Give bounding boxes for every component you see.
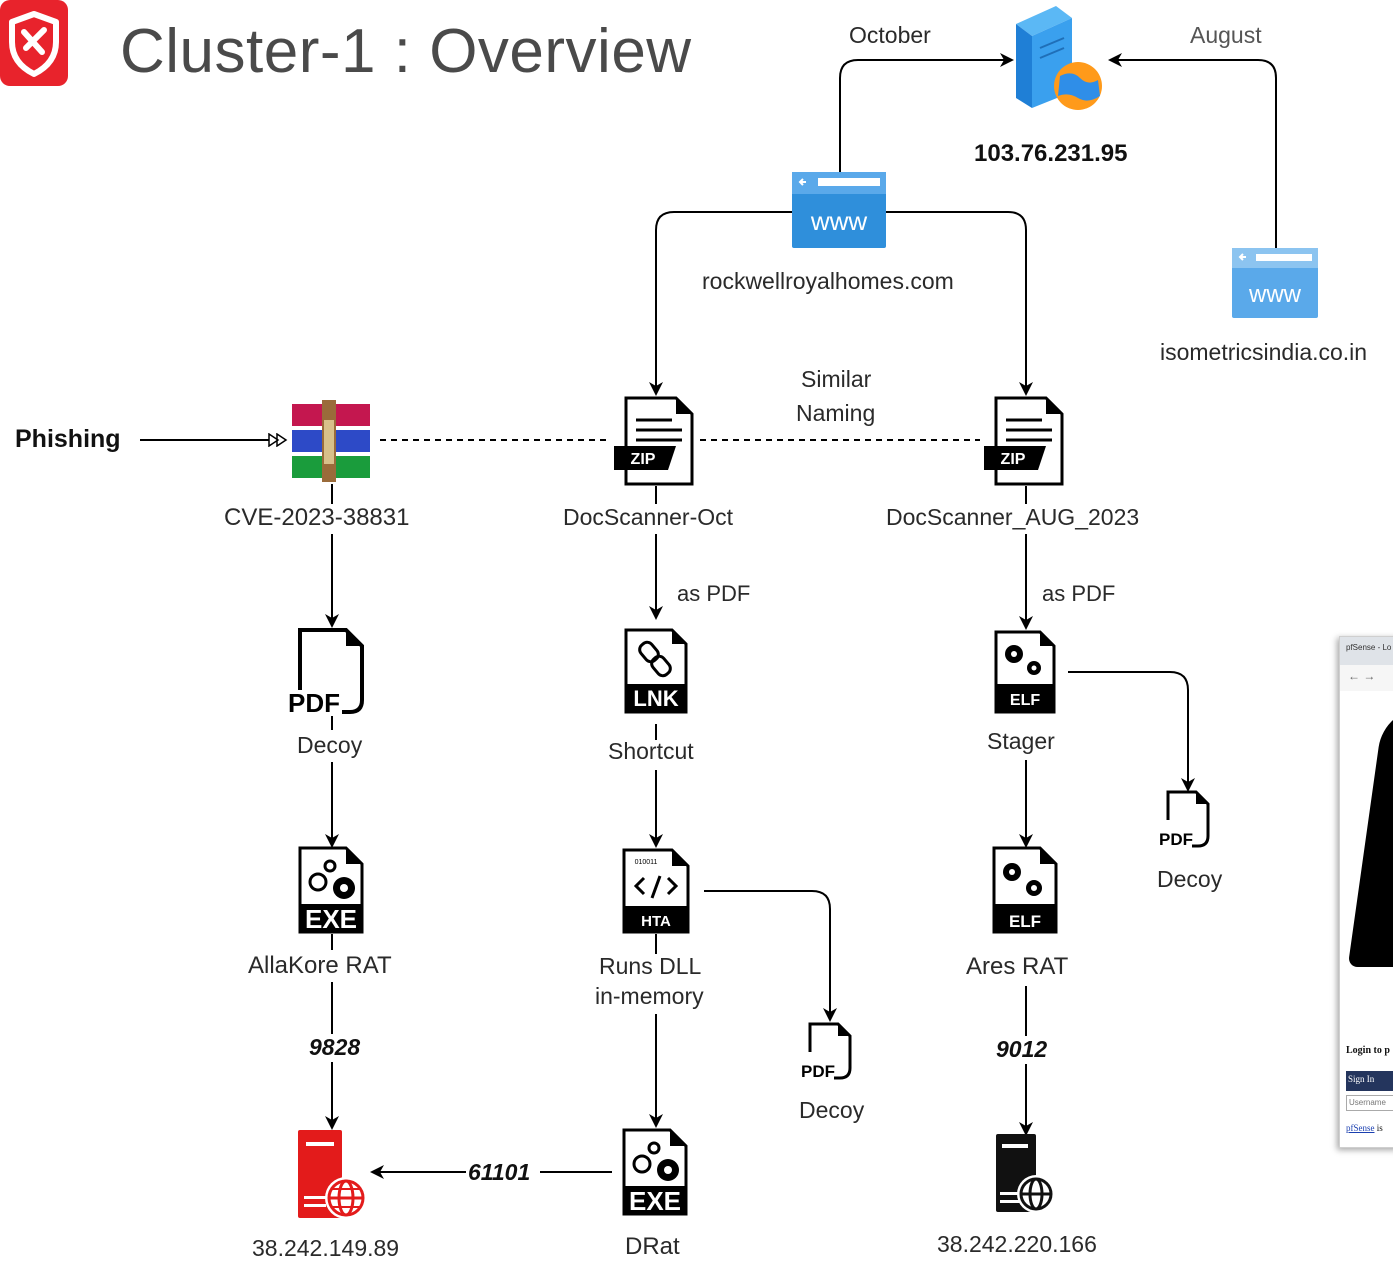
winrar-icon <box>292 400 370 482</box>
c2-main-label: 103.76.231.95 <box>974 140 1128 167</box>
exe-file-icon-allakore <box>298 846 364 934</box>
hta-badge: HTA <box>641 913 671 930</box>
elf-file-icon-ares <box>992 846 1058 934</box>
elf-badge-stager: ELF <box>1010 692 1040 709</box>
as-pdf-label-2: as PDF <box>1042 581 1116 606</box>
as-pdf-label-1: as PDF <box>677 581 751 606</box>
edge-label-october: October <box>849 22 931 48</box>
stager-label: Stager <box>987 728 1055 754</box>
pfsense-footer: pfSense is <box>1346 1123 1383 1133</box>
pfsense-login-screenshot: pfSense - Lo ← → Login to p Sign In User… <box>1339 636 1393 1148</box>
lnk-badge: LNK <box>633 686 678 711</box>
port-9012-label: 9012 <box>996 1036 1048 1062</box>
zip-badge-aug: ZIP <box>1001 451 1026 468</box>
exe-badge-drat: EXE <box>629 1186 681 1216</box>
pdf-file-icon-mid <box>808 1022 852 1080</box>
shortcut-label: Shortcut <box>608 738 694 764</box>
allakore-label: AllaKore RAT <box>248 952 392 979</box>
browser-tab-title: pfSense - Lo <box>1340 637 1393 665</box>
black-server-globe-icon <box>996 1134 1055 1213</box>
pdf-badge-mid: PDF <box>801 1062 835 1081</box>
www-text-isometrics: www <box>1248 281 1302 308</box>
red-server-globe-icon <box>298 1130 367 1219</box>
elf-badge-ares: ELF <box>1009 912 1041 931</box>
server-globe-icon <box>1016 6 1102 110</box>
hta-file-icon <box>622 848 690 934</box>
decoy-mid-label: Decoy <box>799 1097 865 1123</box>
port-61101-label: 61101 <box>468 1159 531 1185</box>
decoy-left-label: Decoy <box>297 732 363 758</box>
edge-august <box>1108 53 1277 248</box>
pdf-badge-left: PDF <box>288 688 340 718</box>
edge-october <box>839 53 1014 172</box>
zip-file-icon-aug <box>984 396 1064 486</box>
zip-aug-label: DocScanner_AUG_2023 <box>886 504 1140 530</box>
username-field: Username <box>1346 1095 1393 1111</box>
ares-label: Ares RAT <box>966 953 1069 980</box>
similar-naming-line1: Similar <box>801 366 872 392</box>
browser-nav-arrows: ← → <box>1340 665 1393 691</box>
edge-rockwell-zip-oct <box>649 211 792 396</box>
domain-isometrics-label: isometricsindia.co.in <box>1160 339 1368 365</box>
zip-oct-label: DocScanner-Oct <box>563 504 734 530</box>
similar-naming-line2: Naming <box>796 400 876 426</box>
pfsense-footer-link: pfSense <box>1346 1123 1375 1133</box>
c2-left-label: 38.242.149.89 <box>252 1235 400 1261</box>
hta-label-line1: Runs DLL <box>599 953 702 979</box>
www-icon-isometrics <box>1232 248 1318 318</box>
exe-file-icon-drat <box>622 1128 688 1216</box>
phishing-label: Phishing <box>15 425 121 453</box>
port-9828-label: 9828 <box>309 1034 361 1060</box>
edge-stager-decoy <box>1068 671 1195 792</box>
signin-bar: Sign In <box>1346 1071 1393 1091</box>
edge-label-august: August <box>1190 22 1262 48</box>
login-heading: Login to p <box>1346 1045 1390 1056</box>
zip-file-icon-oct <box>614 396 694 486</box>
domain-rockwell-label: rockwellroyalhomes.com <box>702 268 954 294</box>
page-title: Cluster-1 : Overview <box>120 17 692 86</box>
pdf-badge-right: PDF <box>1159 830 1193 849</box>
pdf-file-icon-right <box>1166 790 1210 848</box>
hta-label-line2: in-memory <box>595 983 704 1009</box>
drat-label: DRat <box>625 1233 680 1260</box>
hta-code-text: 010011 <box>635 859 658 866</box>
zip-badge-oct: ZIP <box>631 451 656 468</box>
pfsense-logo-shape <box>1347 707 1393 967</box>
www-icon-rockwell <box>792 172 886 248</box>
lnk-file-icon <box>624 628 688 714</box>
pdf-file-icon-left <box>298 628 364 714</box>
elf-file-icon-stager <box>994 630 1056 714</box>
decoy-right-label: Decoy <box>1157 866 1223 892</box>
edge-hta-decoy <box>704 890 837 1022</box>
c2-right-label: 38.242.220.166 <box>937 1231 1097 1257</box>
edges <box>140 53 1277 1172</box>
exe-badge-allakore: EXE <box>305 904 357 934</box>
brand-logo-icon <box>0 0 68 86</box>
www-text-rockwell: www <box>810 206 868 236</box>
edge-rockwell-zip-aug <box>886 211 1033 396</box>
pfsense-footer-text: is <box>1374 1123 1383 1133</box>
rar-label: CVE-2023-38831 <box>224 504 410 531</box>
